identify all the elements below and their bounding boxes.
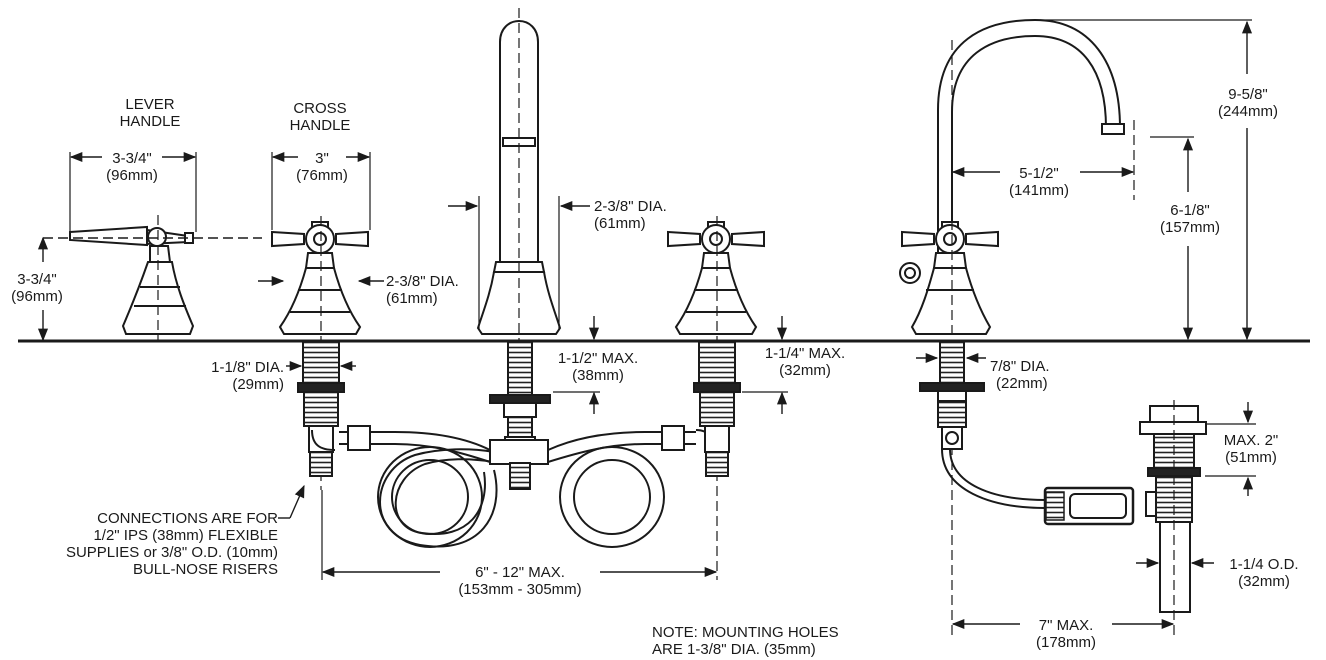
drain-max-label: MAX. 2" (51mm) — [1223, 432, 1279, 466]
spout-total-height-label: 9-5/8" (244mm) — [1217, 86, 1278, 120]
spout-base-dia-label: 2-3/8" DIA. (61mm) — [594, 198, 667, 232]
spout-outlet-height-label: 6-1/8" (157mm) — [1159, 202, 1220, 236]
side-view-handle — [899, 221, 999, 335]
cross-handle-left-drawing — [271, 221, 369, 335]
center-spout — [476, 20, 562, 335]
lever-height-label: 3-3/4" (96mm) — [11, 271, 63, 305]
spray-hose — [941, 448, 1046, 509]
shank-dia-label: 1-1/8" DIA. (29mm) — [211, 359, 284, 393]
lever-width-label: 3-3/4" (96mm) — [106, 150, 158, 184]
cross-width-label: 3" (76mm) — [296, 150, 348, 184]
lever-handle-label: LEVER HANDLE — [119, 96, 181, 130]
deck-max-right-label: 1-1/4" MAX. (32mm) — [764, 345, 846, 379]
drain-od-label: 1-1/4 O.D. (32mm) — [1229, 556, 1299, 590]
supply-hoses — [311, 425, 716, 548]
side-view-spout — [937, 18, 1121, 262]
drain-assembly — [1139, 405, 1207, 613]
handle-base-dia-label: 2-3/8" DIA. (61mm) — [386, 273, 459, 307]
right-shank — [693, 340, 741, 477]
spout-reach-label: 5-1/2" (141mm) — [1008, 165, 1069, 199]
mounting-holes-note: NOTE: MOUNTING HOLES ARE 1-3/8" DIA. (35… — [652, 624, 839, 658]
side-shank — [919, 340, 985, 450]
side-shank-dia-label: 7/8" DIA. (22mm) — [990, 358, 1050, 392]
connections-note: CONNECTIONS ARE FOR 1/2" IPS (38mm) FLEX… — [65, 510, 278, 578]
cross-handle-label: CROSS HANDLE — [289, 100, 351, 134]
spread-label: 6" - 12" MAX. (153mm - 305mm) — [458, 564, 582, 598]
left-shank — [297, 340, 345, 477]
deck-max-center-label: 1-1/2" MAX. (38mm) — [557, 350, 639, 384]
drain-offset-label: 7" MAX. (178mm) — [1035, 617, 1096, 651]
cross-handle-right-drawing — [667, 221, 765, 335]
lever-handle-drawing — [69, 225, 195, 335]
